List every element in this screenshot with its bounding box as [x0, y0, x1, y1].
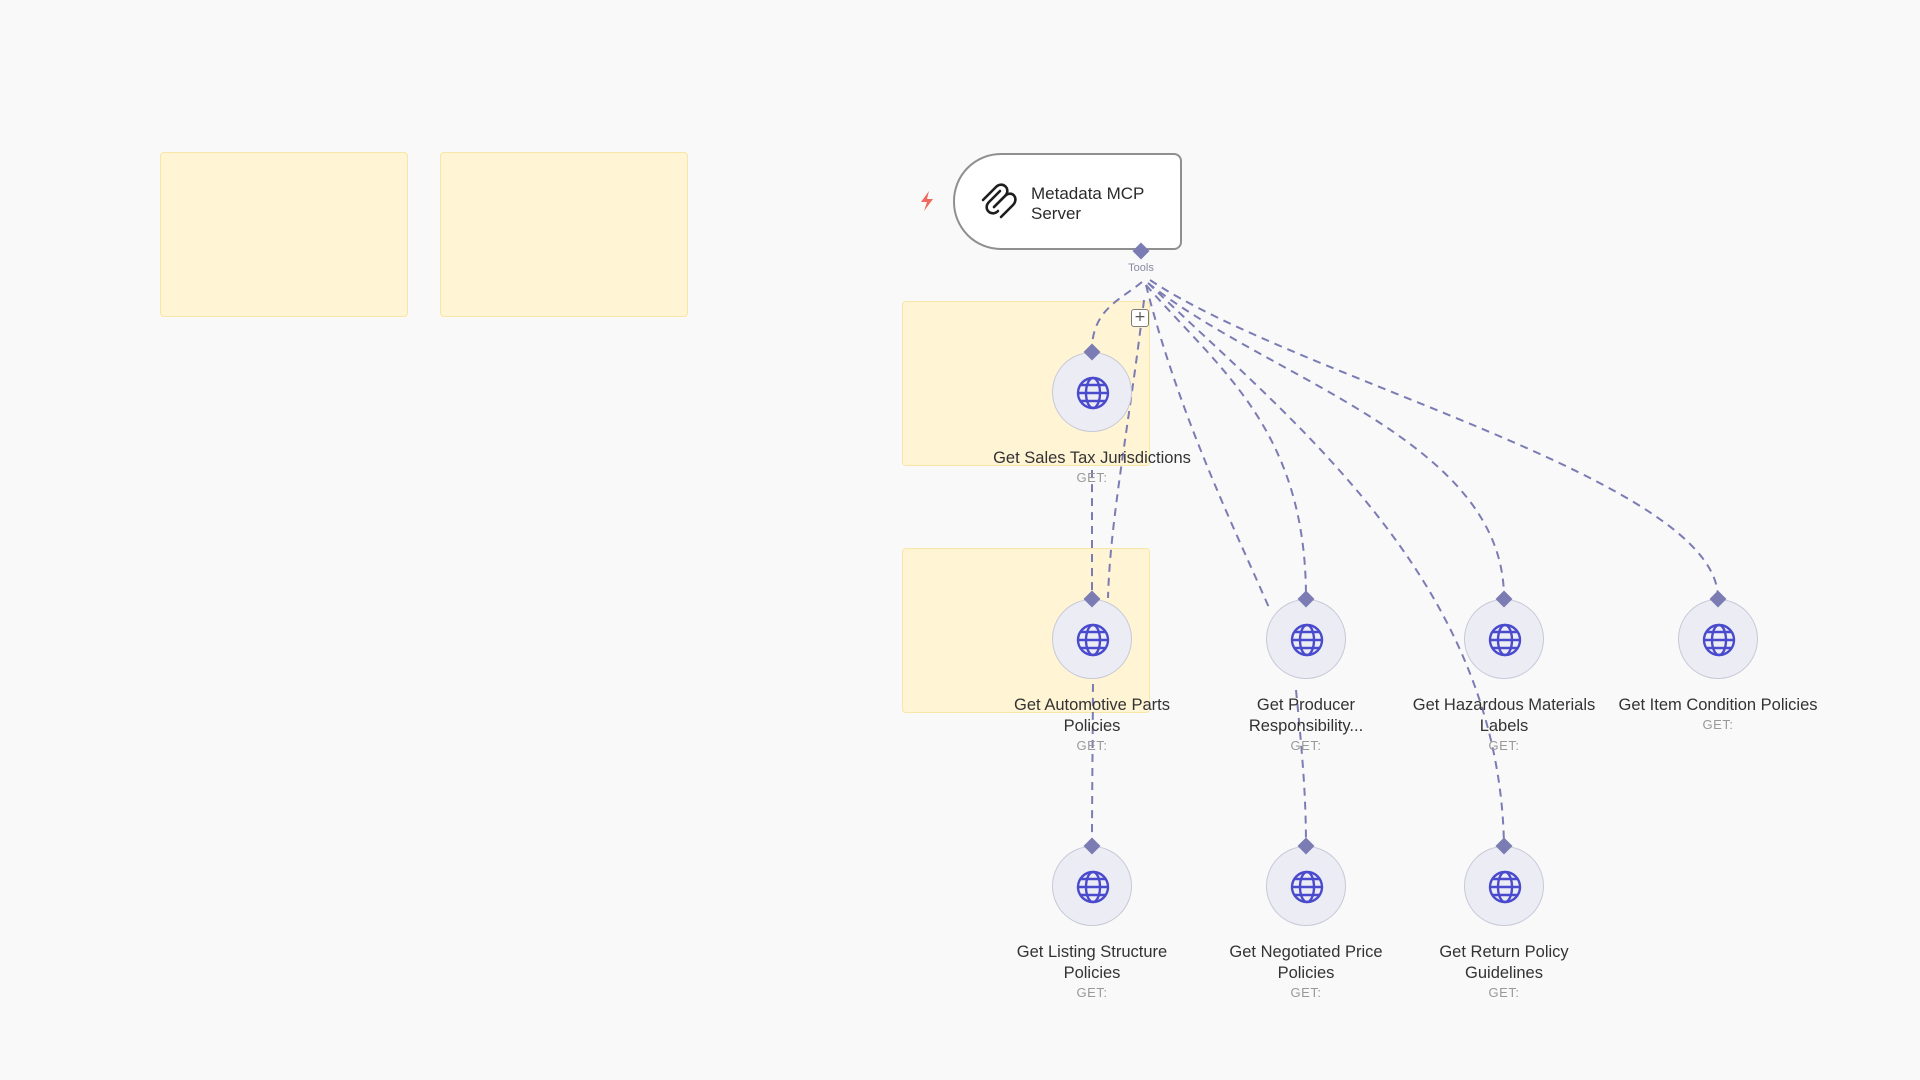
tool-method: GET: — [1076, 470, 1108, 485]
tool-node[interactable]: Get Producer Responsibility... GET: — [1206, 590, 1406, 753]
globe-icon — [1076, 870, 1110, 904]
tool-node[interactable]: Get Hazardous Materials Labels GET: — [1404, 590, 1604, 753]
tool-method: GET: — [1488, 738, 1520, 753]
tool-method: GET: — [1076, 985, 1108, 1000]
tool-method: GET: — [1290, 738, 1322, 753]
mcp-node-label: Metadata MCP Server — [1031, 184, 1145, 223]
globe-icon — [1290, 870, 1324, 904]
tool-node-circle[interactable] — [1464, 590, 1544, 679]
tool-node-circle[interactable] — [1052, 343, 1132, 432]
globe-icon — [1290, 623, 1324, 657]
trigger-bolt-icon — [921, 191, 933, 211]
edge-item-condition — [1149, 279, 1719, 599]
tool-node[interactable]: Get Return Policy Guidelines GET: — [1404, 837, 1604, 1000]
tool-name: Get Hazardous Materials Labels — [1412, 696, 1596, 735]
tool-input-handle[interactable] — [1495, 837, 1513, 855]
tool-node[interactable]: Get Item Condition Policies GET: — [1618, 590, 1818, 732]
tool-name: Get Producer Responsibility... — [1248, 696, 1364, 735]
tool-method: GET: — [1290, 985, 1322, 1000]
tool-node[interactable]: Get Automotive Parts Policies GET: — [992, 590, 1192, 753]
tool-method: GET: — [1702, 717, 1734, 732]
tool-input-handle[interactable] — [1297, 837, 1315, 855]
tool-method: GET: — [1076, 738, 1108, 753]
sticky-note[interactable] — [160, 152, 408, 317]
tool-input-handle[interactable] — [1083, 837, 1101, 855]
add-tool-button[interactable]: + — [1131, 309, 1149, 327]
tool-node-circle[interactable] — [1464, 837, 1544, 926]
edge-hazardous — [1147, 282, 1505, 599]
tool-input-handle[interactable] — [1709, 590, 1727, 608]
tool-node-circle[interactable] — [1052, 590, 1132, 679]
tool-node[interactable]: Get Sales Tax Jurisdictions GET: — [992, 343, 1192, 485]
tool-method: GET: — [1488, 985, 1520, 1000]
tools-handle-label: Tools — [1128, 262, 1154, 274]
tool-node-circle[interactable] — [1678, 590, 1758, 679]
globe-icon — [1076, 623, 1110, 657]
tool-node[interactable]: Get Negotiated Price Policies GET: — [1206, 837, 1406, 1000]
tool-name: Get Item Condition Policies — [1618, 696, 1818, 714]
tool-input-handle[interactable] — [1297, 590, 1315, 608]
globe-icon — [1488, 623, 1522, 657]
globe-icon — [1076, 376, 1110, 410]
tool-input-handle[interactable] — [1495, 590, 1513, 608]
tool-node[interactable]: Get Listing Structure Policies GET: — [992, 837, 1192, 1000]
edge-return — [1147, 282, 1505, 847]
globe-icon — [1488, 870, 1522, 904]
tool-name: Get Listing Structure Policies — [1016, 943, 1168, 982]
globe-icon — [1702, 623, 1736, 657]
tool-name: Get Negotiated Price Policies — [1229, 943, 1383, 982]
tool-node-circle[interactable] — [1266, 837, 1346, 926]
mcp-server-node[interactable]: Metadata MCP Server — [953, 153, 1182, 250]
tool-node-circle[interactable] — [1052, 837, 1132, 926]
tool-node-circle[interactable] — [1266, 590, 1346, 679]
tool-name: Get Return Policy Guidelines — [1439, 943, 1569, 982]
tool-name: Get Sales Tax Jurisdictions — [993, 449, 1191, 467]
sticky-note[interactable] — [440, 152, 688, 317]
mcp-icon — [981, 183, 1017, 219]
tool-name: Get Automotive Parts Policies — [1014, 696, 1170, 735]
